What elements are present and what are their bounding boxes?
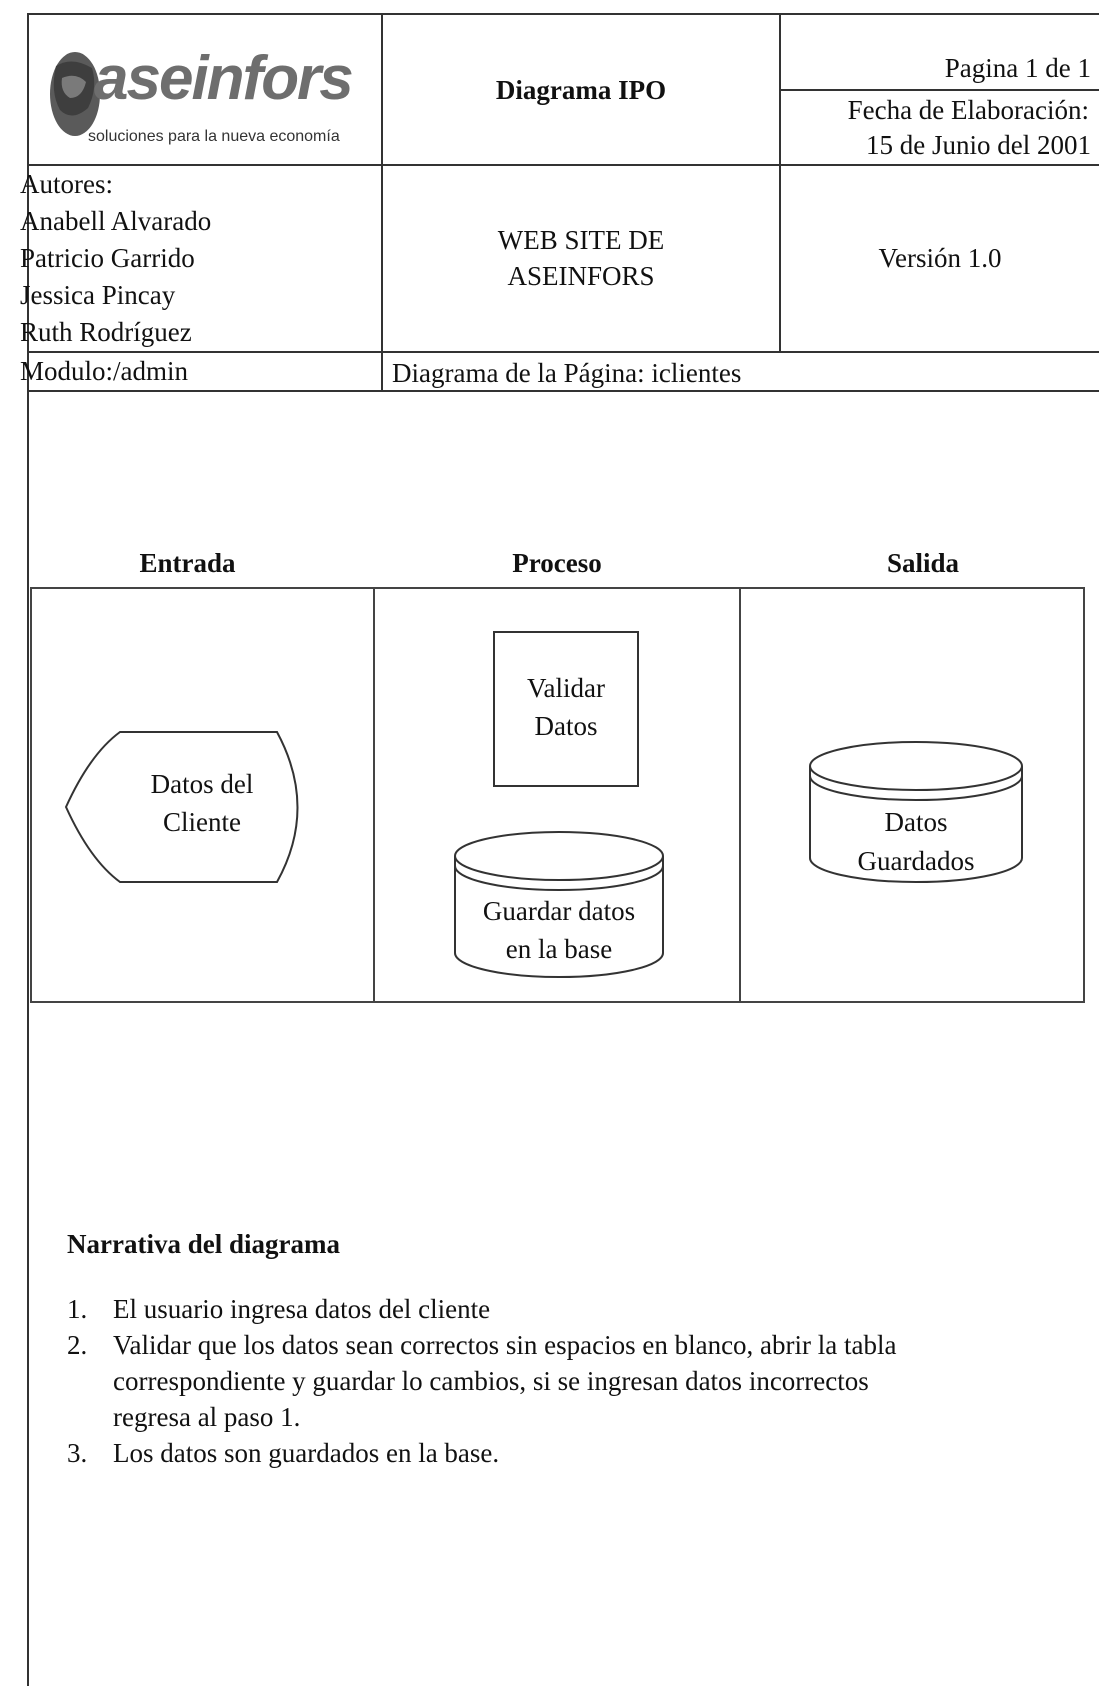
page-diagram-label: Diagrama de la Página: iclientes <box>392 358 742 388</box>
narrative-item-text: regresa al paso 1. <box>113 1402 301 1432</box>
column-header-proceso: Proceso <box>512 548 602 578</box>
header-top-border <box>27 13 1099 15</box>
date-label: Fecha de Elaboración: <box>847 95 1089 125</box>
narrative-item-text: correspondiente y guardar lo cambios, si… <box>113 1366 869 1396</box>
process-box-label-line2: Datos <box>534 711 598 741</box>
narrative-item-number: 3. <box>67 1438 88 1468</box>
logo-tagline: soluciones para la nueva economía <box>88 128 340 145</box>
date-value: 15 de Junio del 2001 <box>866 130 1091 160</box>
header-bottom <box>27 390 1099 392</box>
narrative-title: Narrativa del diagrama <box>67 1229 340 1259</box>
doc-type-title: Diagrama IPO <box>495 75 667 105</box>
header-divider-1 <box>381 13 383 390</box>
version-label: Versión 1.0 <box>878 243 1002 273</box>
project-name-line1: WEB SITE DE <box>497 225 665 255</box>
globe-icon <box>50 52 100 136</box>
author-name: Ruth Rodríguez <box>20 317 192 347</box>
narrative-item-number: 2. <box>67 1330 88 1360</box>
column-header-entrada: Entrada <box>139 548 236 578</box>
project-name-line2: ASEINFORS <box>507 261 655 291</box>
process-db-label-line1: Guardar datos <box>482 896 636 926</box>
column-header-salida: Salida <box>886 548 960 578</box>
logo-wordmark: aseinfors <box>94 44 354 113</box>
authors-label: Autores: <box>20 169 113 199</box>
author-name: Jessica Pincay <box>20 280 176 310</box>
module-label: Modulo:/admin <box>20 356 188 386</box>
header-row2-bottom <box>27 351 1099 353</box>
input-label-line2: Cliente <box>163 807 241 837</box>
input-label-line1: Datos del <box>150 769 254 799</box>
narrative-item-text: Validar que los datos sean correctos sin… <box>113 1330 897 1360</box>
process-db-label-line2: en la base <box>505 934 613 964</box>
author-name: Patricio Garrido <box>20 243 195 273</box>
narrative-item-number: 1. <box>67 1294 88 1324</box>
page-left-border <box>27 13 29 1686</box>
process-box-label-line1: Validar <box>527 673 605 703</box>
page-number: Pagina 1 de 1 <box>944 53 1091 83</box>
aseinfors-logo: aseinfors soluciones para la nueva econo… <box>40 40 370 152</box>
narrative-item-text: El usuario ingresa datos del cliente <box>113 1294 491 1324</box>
header-row1-bottom <box>27 164 1099 166</box>
narrative-item-text: Los datos son guardados en la base. <box>113 1438 500 1468</box>
output-db-label-line1: Datos <box>884 807 948 837</box>
header-row1-divider-right <box>779 89 1099 91</box>
header-divider-2 <box>779 13 781 351</box>
author-name: Anabell Alvarado <box>20 206 212 236</box>
output-db-label-line2: Guardados <box>857 846 975 876</box>
